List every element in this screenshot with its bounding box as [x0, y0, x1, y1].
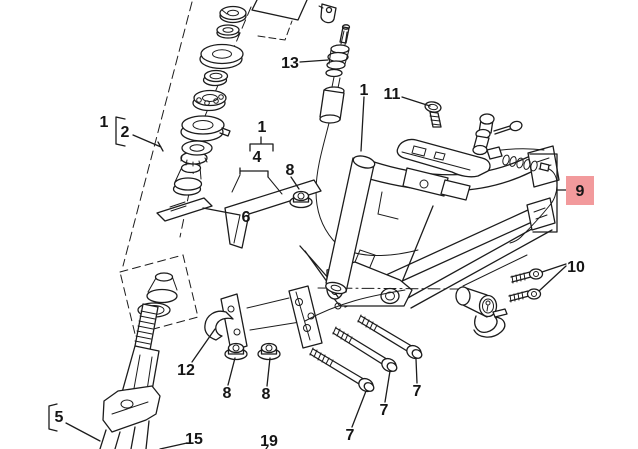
- bolt-7-c: [357, 314, 423, 360]
- part-label-12[interactable]: 12: [177, 362, 195, 379]
- part-label-11[interactable]: 11: [384, 86, 401, 103]
- seat-lock: [455, 254, 528, 338]
- cutoff-box-corner: [251, 0, 308, 21]
- part-label-1-group-stay[interactable]: 1: [258, 119, 267, 136]
- part-label-6[interactable]: 6: [242, 209, 251, 226]
- part-label-8-right[interactable]: 8: [262, 386, 271, 403]
- part-label-8-upper[interactable]: 8: [286, 162, 295, 179]
- part-label-7-a[interactable]: 7: [346, 427, 355, 444]
- part-label-5[interactable]: 5: [55, 409, 64, 426]
- part-label-4[interactable]: 4: [253, 149, 262, 166]
- part-label-1-group-steering[interactable]: 1: [100, 114, 109, 131]
- part-labels: 1 2 13 1 11 1 4 8 6 9 10 12 8 8 5 15 19 …: [55, 55, 585, 449]
- flange-nut-8-upper: [289, 190, 313, 209]
- fork-assembly: [99, 272, 178, 449]
- screws-10: [508, 268, 544, 303]
- part-label-10[interactable]: 10: [567, 259, 585, 276]
- frame: [299, 145, 560, 309]
- holder-6: [156, 197, 213, 222]
- part-label-7-b[interactable]: 7: [380, 402, 389, 419]
- lock-cable-9: [486, 146, 558, 244]
- cable-adjuster-13: [315, 3, 419, 256]
- ignition-key-icon: [493, 120, 523, 135]
- bracket-plates: [220, 285, 406, 352]
- flange-nut-8-left: [224, 342, 248, 361]
- highlight-box-9[interactable]: [566, 176, 594, 205]
- steering-bearing-stack: [172, 5, 247, 196]
- bolt-7-a: [309, 347, 375, 393]
- stay-plate-4: [224, 179, 322, 249]
- part-label-8-left[interactable]: 8: [223, 385, 232, 402]
- part-label-13[interactable]: 13: [281, 55, 299, 72]
- bolt-7-b: [332, 326, 398, 373]
- part-label-9-highlighted[interactable]: 9: [576, 183, 585, 200]
- flange-nut-8-right: [257, 342, 281, 361]
- part-label-15[interactable]: 15: [185, 431, 203, 448]
- part-label-7-c[interactable]: 7: [413, 383, 422, 400]
- part-label-1-frame[interactable]: 1: [360, 82, 369, 99]
- ignition-switch: [396, 113, 523, 178]
- part-label-19[interactable]: 19: [260, 433, 278, 449]
- part-label-2[interactable]: 2: [121, 124, 130, 141]
